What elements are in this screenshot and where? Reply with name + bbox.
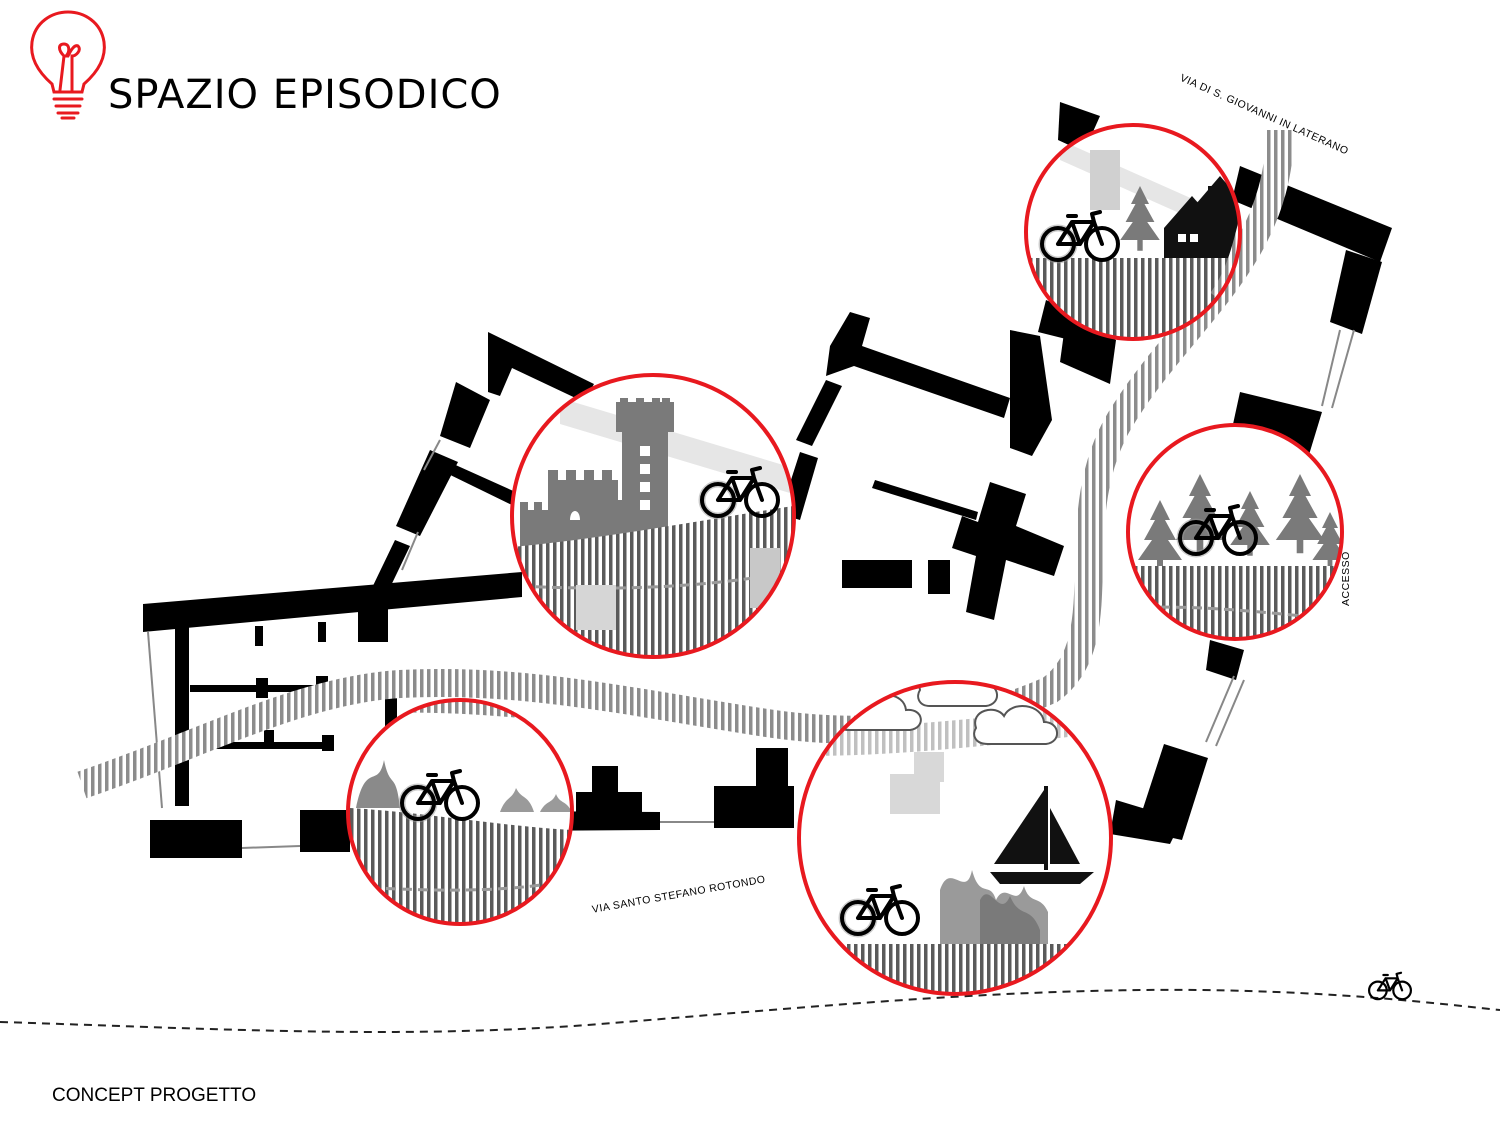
lightbulb-icon — [30, 10, 106, 120]
vignette-grass — [346, 698, 574, 926]
sailboat-icon — [990, 786, 1094, 884]
access-label: ACCESSO — [1340, 551, 1352, 606]
building-walls — [143, 102, 1392, 858]
footer-caption: CONCEPT PROGETTO — [52, 1085, 257, 1106]
dashed-route-line — [0, 988, 1500, 1033]
vignette-forest — [1126, 423, 1344, 641]
vignette-castle — [510, 373, 796, 659]
houses-icon — [1164, 170, 1240, 262]
page-title: SPAZIO EPISODICO — [108, 72, 502, 118]
bicycle-icon — [1367, 971, 1413, 1001]
window-lines — [147, 329, 1355, 849]
